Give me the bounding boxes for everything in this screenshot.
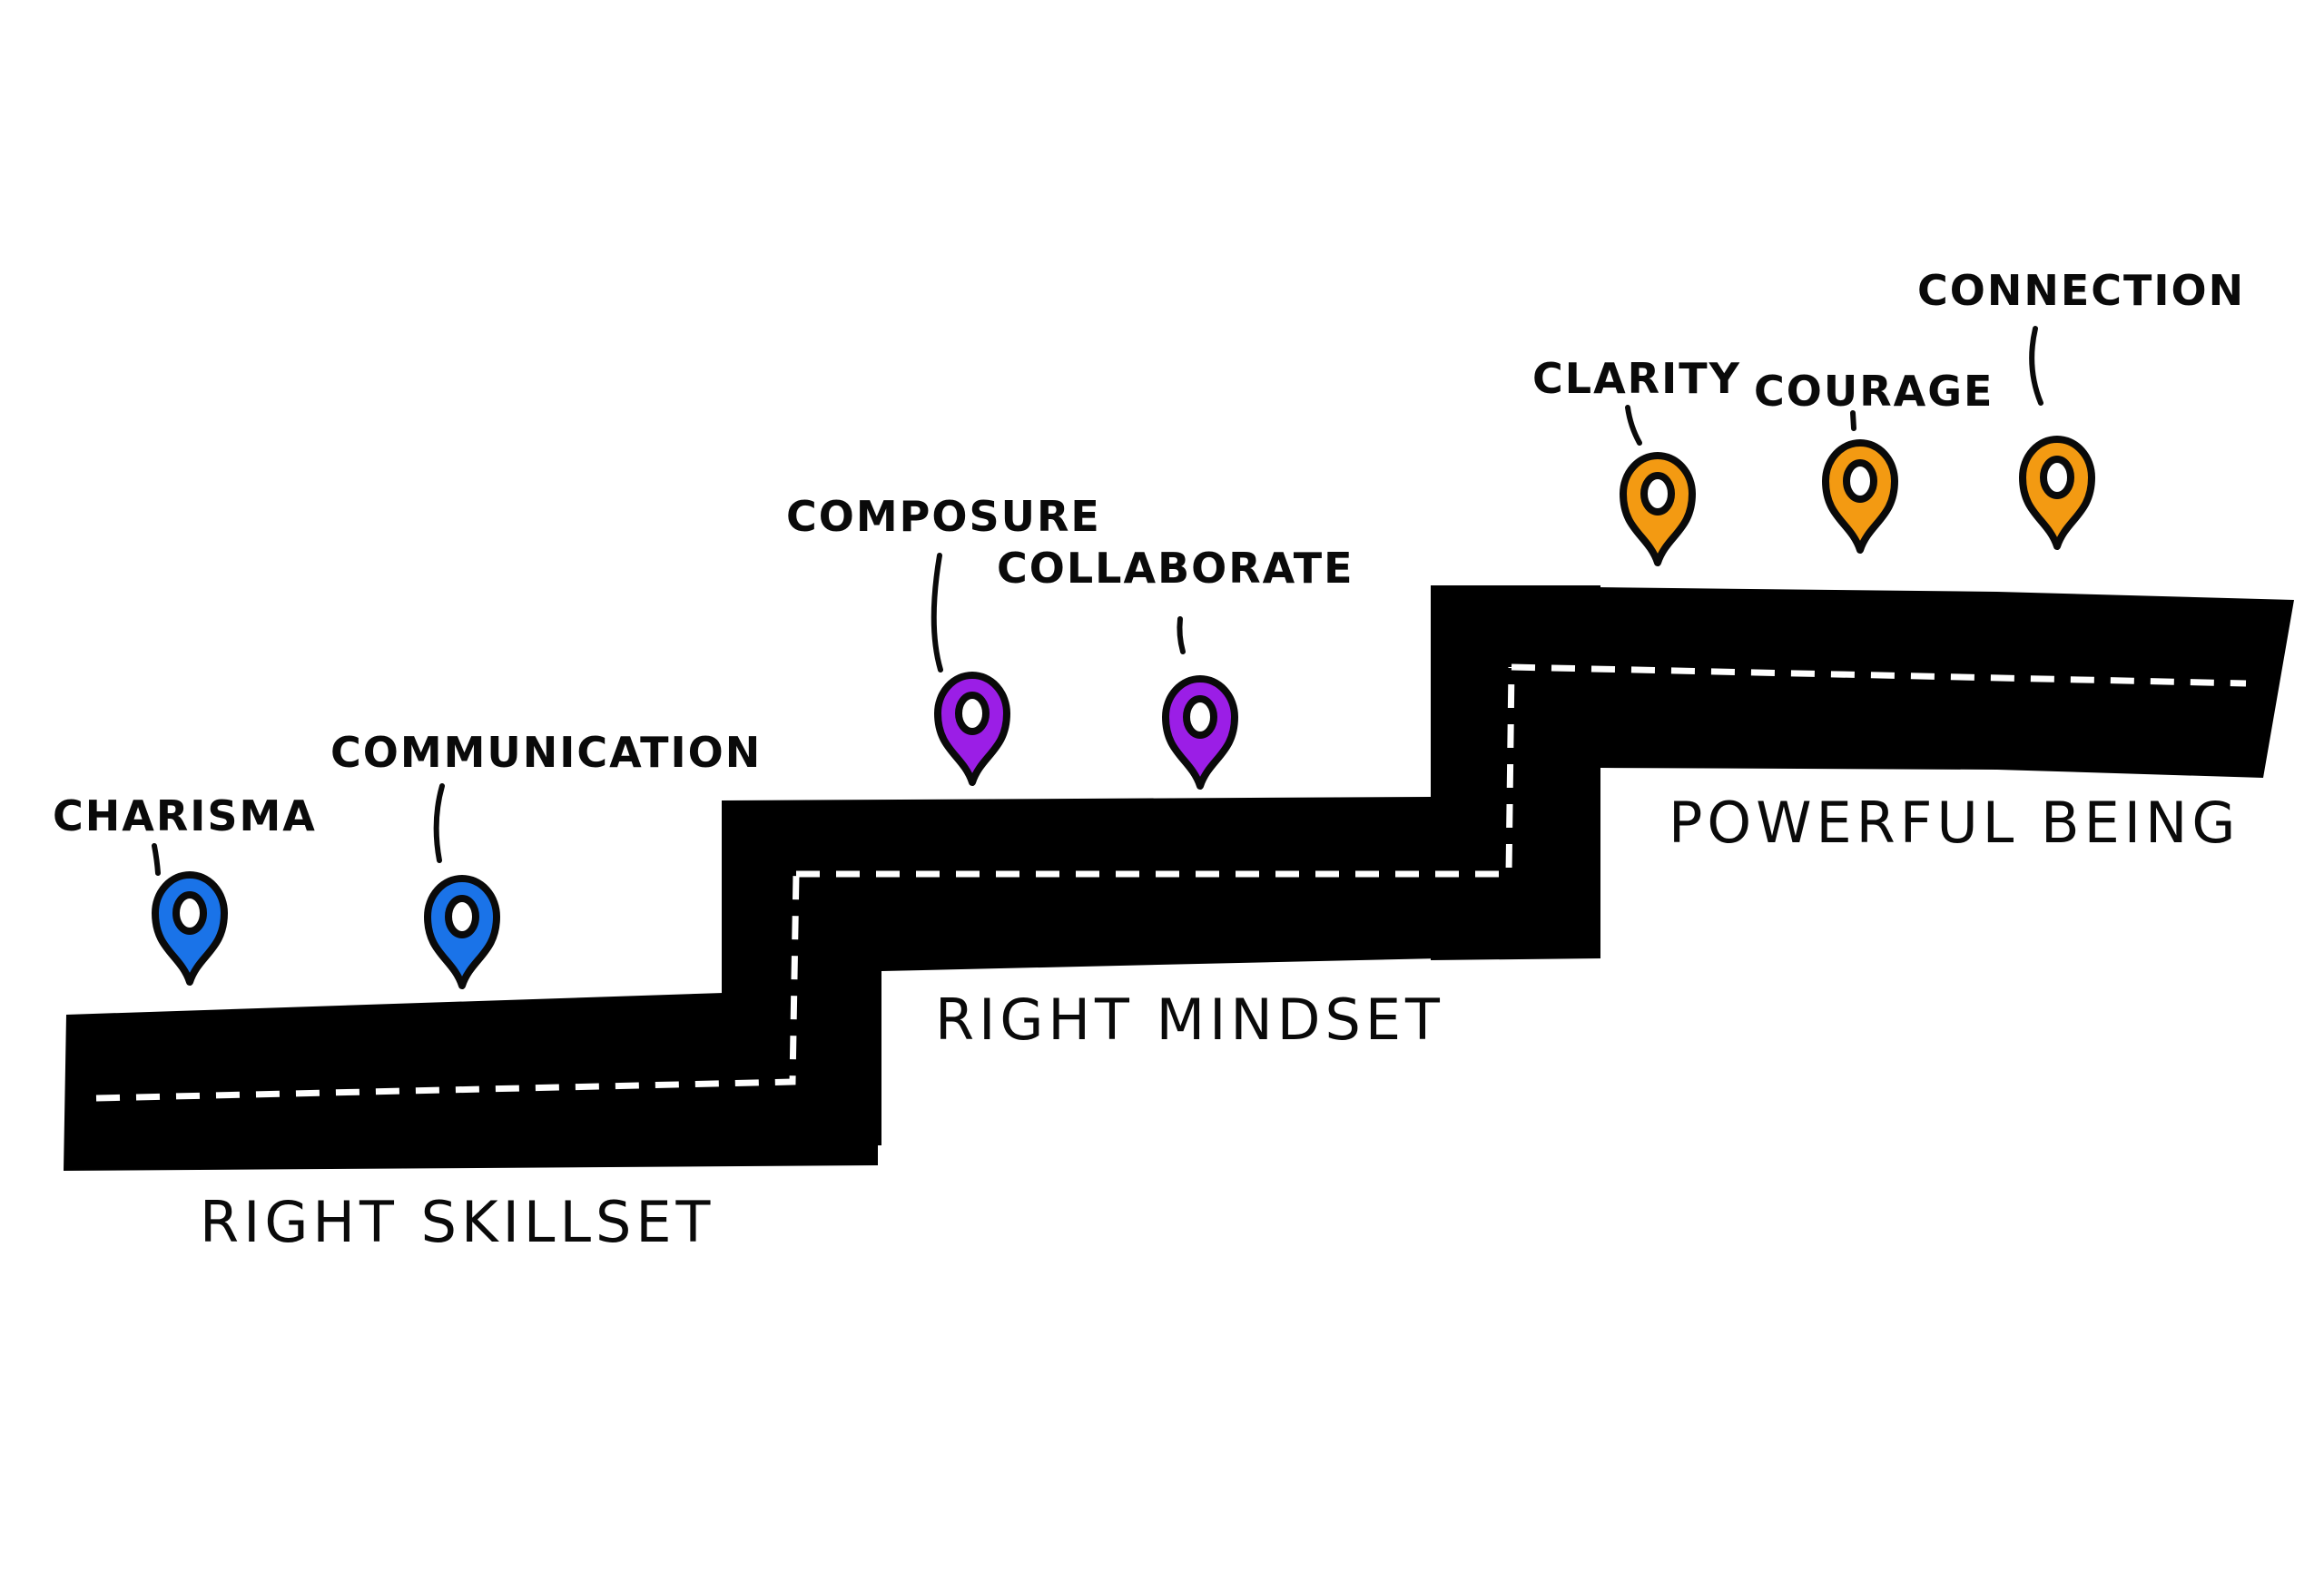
lane-marking-skillset [95, 873, 800, 1102]
road-segment-mindset [722, 797, 1598, 971]
stage-label-being: POWERFUL BEING [1669, 790, 2240, 856]
road-segment-being [1431, 585, 2294, 778]
lane-marking-mindset [796, 666, 1515, 878]
road-segment-skillset [64, 993, 878, 1171]
milestone-labels: CHARISMA COMMUNICATION COMPOSURE COLLABO… [53, 266, 2245, 840]
map-pin-icon [1162, 675, 1238, 790]
map-pin-icon [934, 672, 1010, 786]
pin-hole [1640, 472, 1675, 516]
lane-markings [95, 663, 2247, 1102]
map-pin-icon [2019, 436, 2095, 550]
leader-line-communication [433, 783, 445, 863]
milestone-label-communication: COMMUNICATION [330, 728, 762, 777]
pin-hole [955, 692, 990, 735]
milestone-label-composure: COMPOSURE [786, 492, 1101, 541]
milestone-label-clarity: CLARITY [1532, 354, 1741, 403]
stage-label-skillset: RIGHT SKILLSET [200, 1189, 714, 1255]
leader-lines [152, 326, 2043, 876]
map-pin-icon [424, 875, 500, 989]
milestone-label-charisma: CHARISMA [53, 791, 317, 840]
milestone-label-connection: CONNECTION [1917, 266, 2245, 315]
pins [152, 436, 2095, 989]
stage-label-mindset: RIGHT MINDSET [935, 987, 1444, 1053]
leader-line-collaborate [1177, 616, 1186, 654]
map-pin-icon [1620, 452, 1696, 566]
pin-hole [172, 891, 207, 935]
leader-line-charisma [152, 843, 161, 876]
stage-labels: RIGHT SKILLSET RIGHT MINDSET POWERFUL BE… [200, 790, 2240, 1255]
lane-marking-being [1511, 663, 2247, 687]
leader-line-clarity [1625, 405, 1642, 446]
map-pin-icon [1822, 439, 1898, 554]
map-pin-icon [152, 871, 228, 986]
pin-hole [1183, 695, 1217, 739]
milestone-label-collaborate: COLLABORATE [997, 544, 1354, 593]
leader-line-connection [2029, 326, 2043, 406]
leader-line-composure [931, 553, 943, 673]
leader-line-courage [1850, 410, 1856, 431]
road [64, 585, 2294, 1171]
pin-hole [2040, 456, 2074, 499]
pin-hole [445, 895, 479, 938]
milestone-label-courage: COURAGE [1754, 367, 1994, 416]
pin-hole [1843, 459, 1877, 503]
